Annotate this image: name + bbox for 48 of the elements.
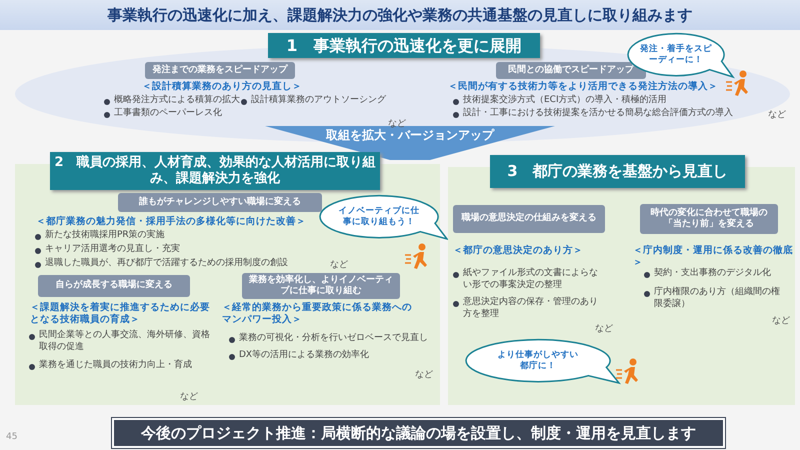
subheading: ＜都庁業務の魅力発信・採用手法の多様化等に向けた改善＞ [36,216,307,228]
page-number: 45 [6,432,18,442]
bubble-text: より仕事がしやすい都庁に！ [496,348,580,373]
bullet-item: 退職した職員が、再び都庁で活躍するための採用制度の創設 [34,258,288,270]
etc-note: など [330,259,349,271]
bullet-item: 概略発注方式による積算の拡大 [103,95,240,107]
bullet-item: 民間企業等との人事交流、海外研修、資格取得の促進 [28,330,213,354]
bullet-item: 契約・支出事務のデジタル化 [643,268,771,280]
etc-note: など [180,391,199,403]
etc-note: など [415,369,434,381]
topic-banner: 誰もがチャレンジしやすい職場に変える [118,193,322,212]
bullet-item: 庁内権限のあり方（組織間の権限委譲） [643,287,783,310]
section-heading: 3 都庁の業務を基盤から見直し [490,155,745,188]
speech-bubble [318,194,448,240]
arrow-text: 取組を拡大・バージョンアップ [325,128,495,144]
bullet-item: 工事書類のペーパーレス化 [103,108,222,120]
bullet-item: 新たな技術職採用PR策の実施 [34,230,165,242]
subheading: ＜課題解決を着実に推進するために必要となる技術職員の育成＞ [30,302,210,327]
summary-banner: 今後のプロジェクト推進：局横断的な議論の場を設置し、制度・運用を見直します [112,418,725,448]
bullet-item: 技術提案交渉方式（ECI方式）の導入・積極的活用 [452,95,667,107]
bubble-text: イノベーティブに仕事に取り組もう！ [338,204,420,229]
section-panel [448,155,795,405]
bullet-item: 業務の可視化・分析を行いゼロベースで見直し [228,333,428,345]
bullet-item: キャリア活用選考の見直し・充実 [34,244,180,256]
bullet-item: 設計・工事における技術提案を活かせる簡易な総合評価方式の導入 [452,108,733,120]
subheading: ＜民間が有する技術力等をより活用できる発注方法の導入＞ [448,81,719,94]
bullet-item: 紙やファイル形式の文書によらない形での事案決定の整理 [452,268,602,292]
section-heading: 2 職員の採用、人材育成、効果的な人材活用に取り組み、課題解決力を強化 [50,152,380,190]
topic-banner: 業務を効率化し、よりイノベーティブに仕事に取り組む [242,273,400,299]
speech-bubble [464,338,620,384]
bullet-item: 業務を通じた職員の技術力向上・育成 [28,360,192,372]
subheading: ＜都庁の意思決定のあり方＞ [453,245,584,258]
bullet-item: 意思決定内容の保存・管理のあり方を整理 [452,297,602,320]
bullet-item: 設計積算業務のアウトソーシング [240,95,386,107]
topic-banner: 自らが成長する職場に変える [38,275,190,297]
etc-note: など [772,315,791,327]
topic-banner: 時代の変化に合わせて職場の「当たり前」を変える [640,204,778,234]
speech-bubble [626,32,734,78]
topic-banner: 発注までの業務をスピードアップ [145,62,295,79]
slide-title: 事業執行の迅速化に加え、課題解決力の強化や業務の共通基盤の見直しに取り組みます [0,0,800,30]
subheading: ＜庁内制度・運用に係る改善の徹底＞ [633,245,794,268]
bullet-item: DX等の活用による業務の効率化 [228,350,370,362]
etc-note: など [768,109,787,121]
subheading: ＜設計積算業務のあり方の見直し＞ [142,81,303,94]
subheading: ＜経常的業務から重要政策に係る業務へのマンパワー投入＞ [222,302,412,327]
topic-banner: 職場の意思決定の仕組みを変える [453,205,605,233]
etc-note: など [595,323,614,335]
section-heading: 1 事業執行の迅速化を更に展開 [268,33,540,58]
